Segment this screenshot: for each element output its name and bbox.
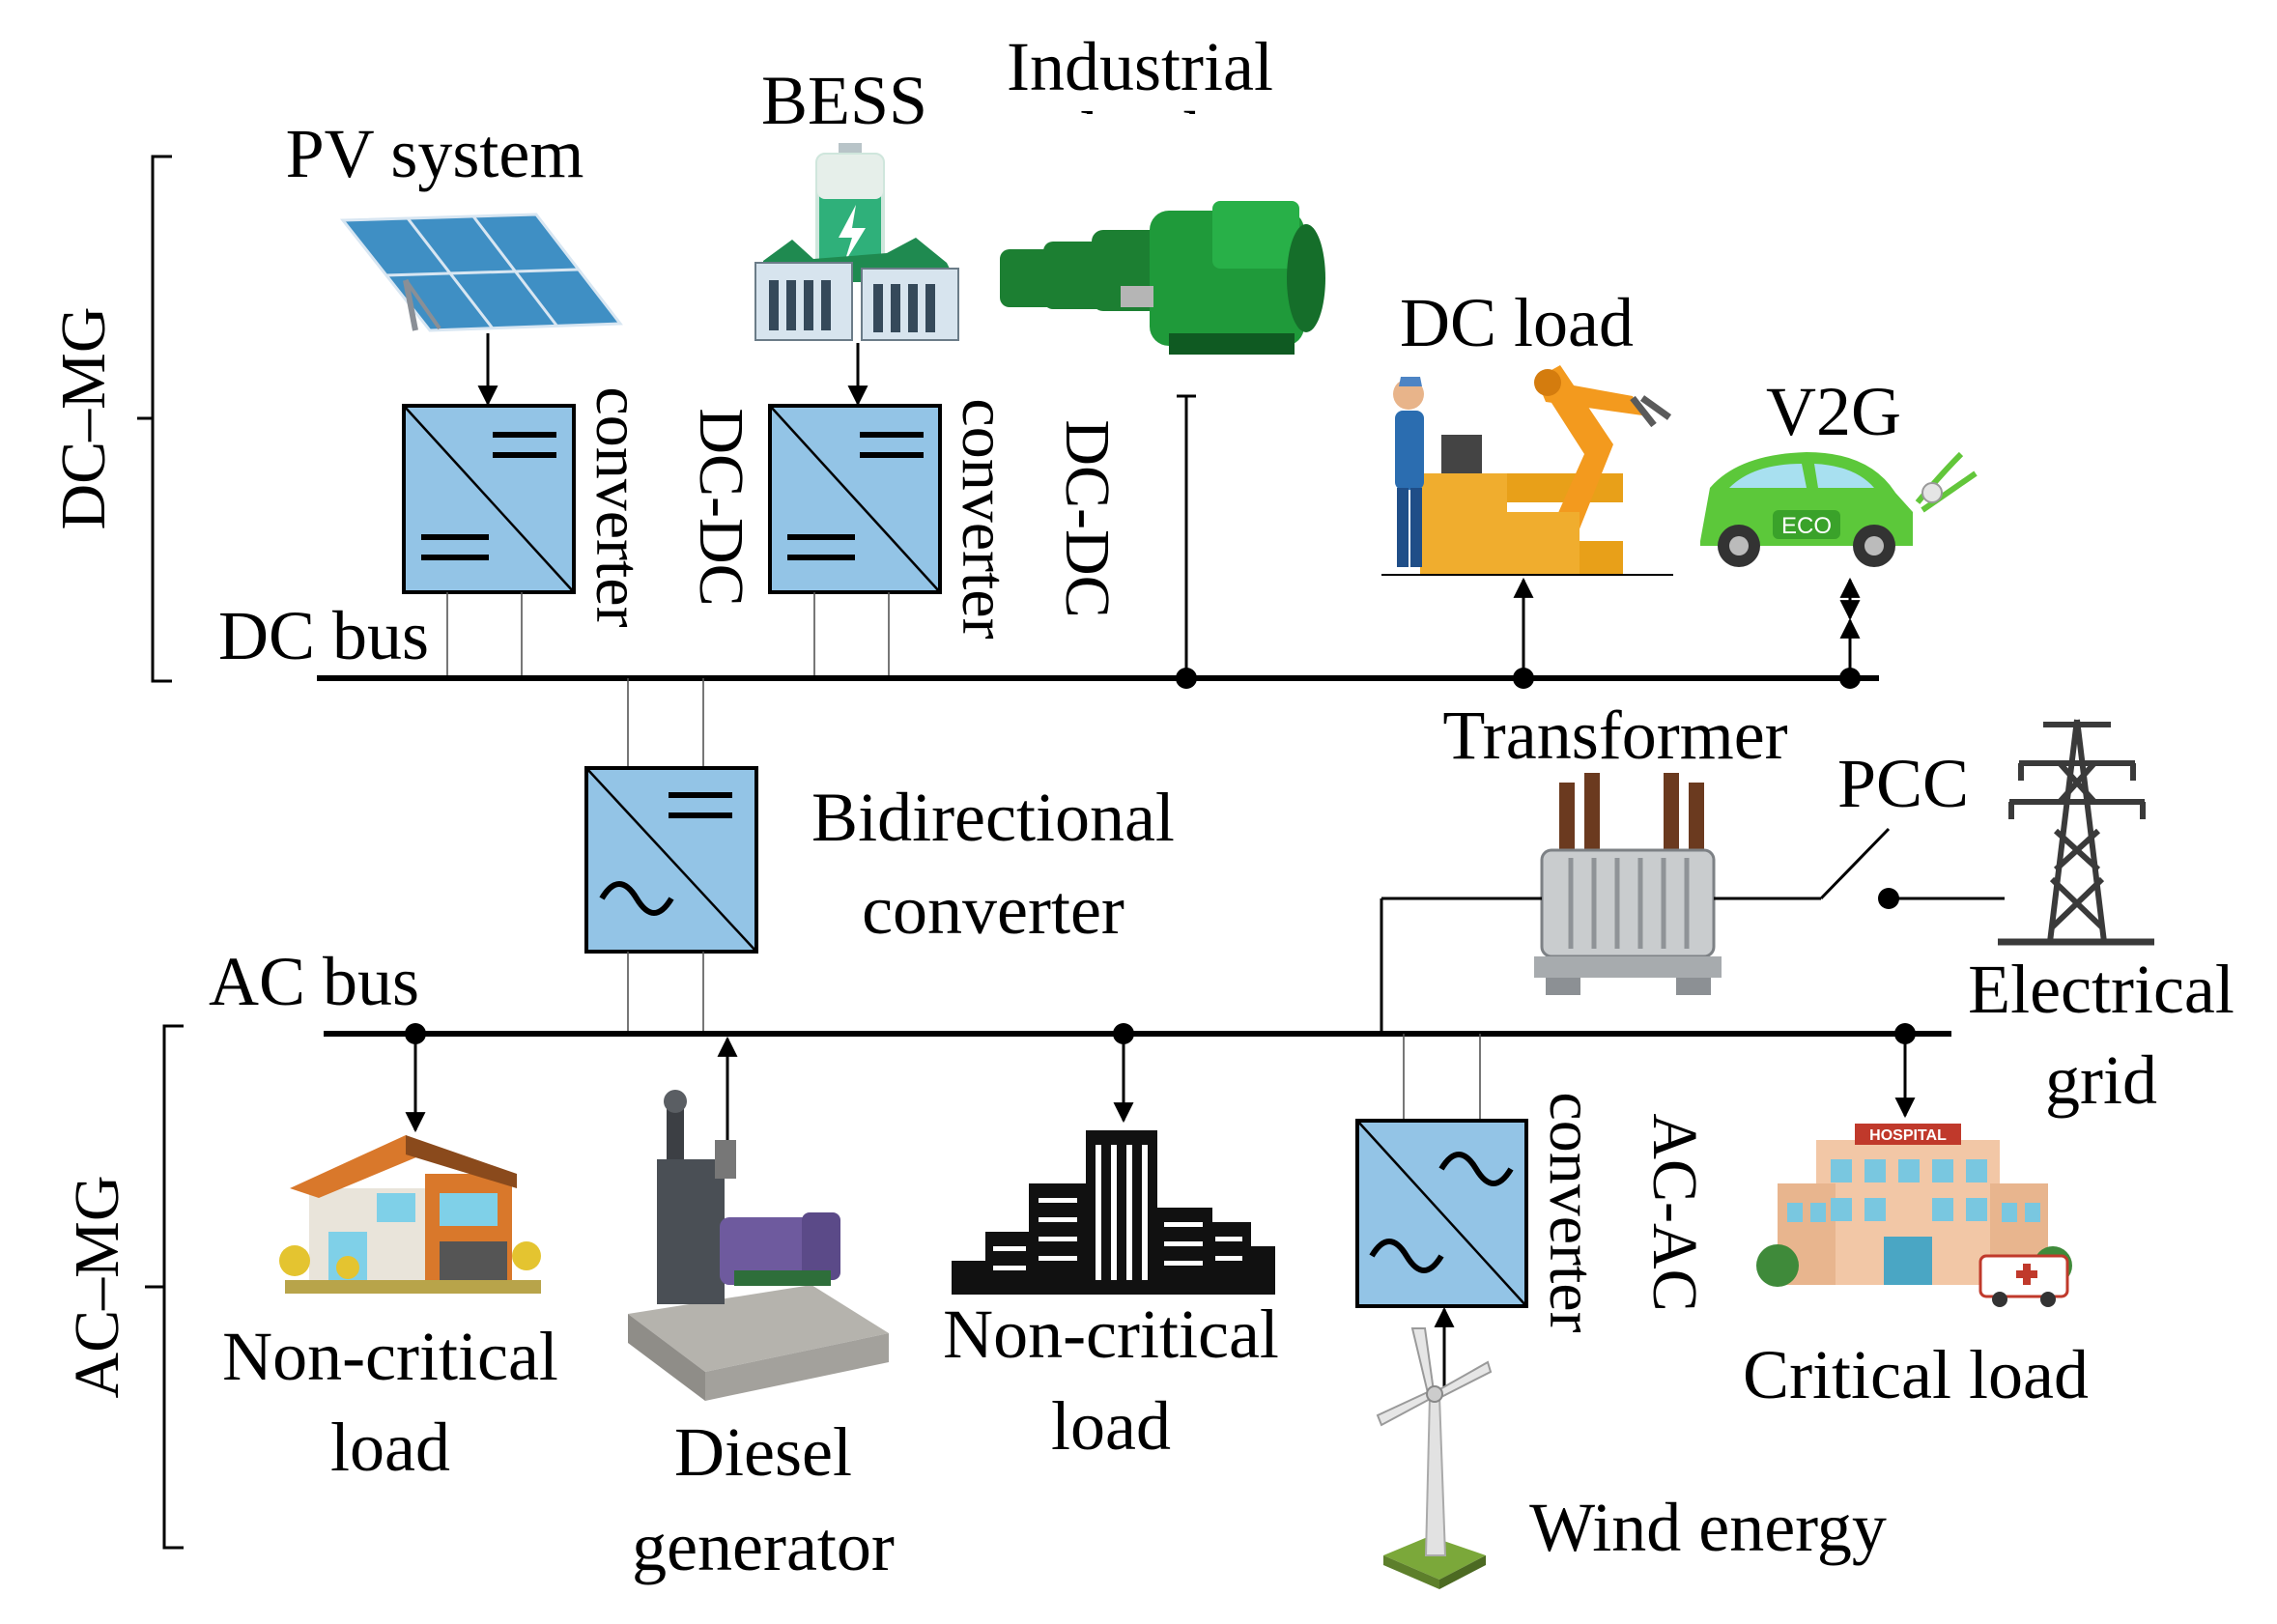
ac-bus-label: AC bus <box>209 943 419 1020</box>
hospital-icon: HOSPITAL <box>1756 1124 2072 1307</box>
bess-dcdc-label-a: DC-DC <box>1052 419 1123 617</box>
acac-converter-icon <box>1355 1119 1528 1308</box>
pv-dcdc-label-b: converter <box>583 386 653 627</box>
wind-energy-label: Wind energy <box>1529 1489 1887 1566</box>
pv-dcdc-label-a: DC-DC <box>686 408 756 606</box>
ac-mg-label: AC–MG <box>62 1175 132 1398</box>
noncritical-load-2-label-2: load <box>1051 1387 1171 1465</box>
dc-mg-label: DC–MG <box>48 306 119 529</box>
ac-mg-bracket <box>145 1024 184 1550</box>
industrial-motor-icon <box>1000 201 1325 355</box>
transformer-label: Transformer <box>1442 697 1787 774</box>
dc-node-dc-load <box>1513 668 1534 689</box>
hospital-sign: HOSPITAL <box>1869 1127 1947 1144</box>
acac-label-a: AC-AC <box>1639 1113 1710 1311</box>
dc-bus-label: DC bus <box>218 597 429 674</box>
dc-mg-bracket <box>137 155 172 683</box>
dc-node-v2g <box>1839 668 1861 689</box>
pcc-label: PCC <box>1837 745 1969 822</box>
bess-dcdc-converter-icon <box>768 404 942 594</box>
transformer-icon <box>1534 773 1722 995</box>
diesel-generator-label-1: Diesel <box>674 1413 852 1491</box>
bidirectional-converter-icon <box>584 766 758 954</box>
dc-node-industrial <box>1176 668 1197 689</box>
wind-turbine-icon <box>1376 1327 1493 1589</box>
house-icon <box>279 1135 541 1294</box>
city-buildings-icon <box>952 1130 1275 1295</box>
battery-storage-icon <box>754 143 959 341</box>
noncritical-load-2-label-1: Non-critical <box>943 1296 1279 1373</box>
pv-dcdc-converter-icon <box>402 404 576 594</box>
diesel-generator-icon <box>628 1090 889 1401</box>
bess-dcdc-label-b: converter <box>949 398 1019 639</box>
noncritical-load-1-label-1: Non-critical <box>222 1318 558 1395</box>
dc-load-label: DC load <box>1400 284 1634 361</box>
solar-panel-icon <box>339 213 623 332</box>
electrical-grid-label-1: Electrical <box>1968 951 2234 1028</box>
noncritical-load-1-label-2: load <box>330 1409 450 1486</box>
electric-car-icon: ECO <box>1700 451 1978 567</box>
v2g-label: V2G <box>1766 373 1901 450</box>
industrial-load-label-1: Industrial <box>1007 28 1273 105</box>
bess-label: BESS <box>761 62 927 139</box>
transmission-tower-icon <box>1998 719 2154 946</box>
pcc-switch-icon <box>1819 827 2005 909</box>
acac-label-b: converter <box>1536 1092 1607 1332</box>
bidirectional-label-1: Bidirectional <box>811 779 1175 856</box>
bidirectional-label-2: converter <box>862 871 1124 949</box>
pv-system-label: PV system <box>286 115 584 192</box>
diesel-generator-label-2: generator <box>632 1508 895 1585</box>
electrical-grid-label-2: grid <box>2045 1041 2157 1119</box>
critical-load-label: Critical load <box>1743 1336 2089 1413</box>
robot-arm-icon <box>1381 365 1673 576</box>
eco-badge: ECO <box>1781 513 1832 539</box>
